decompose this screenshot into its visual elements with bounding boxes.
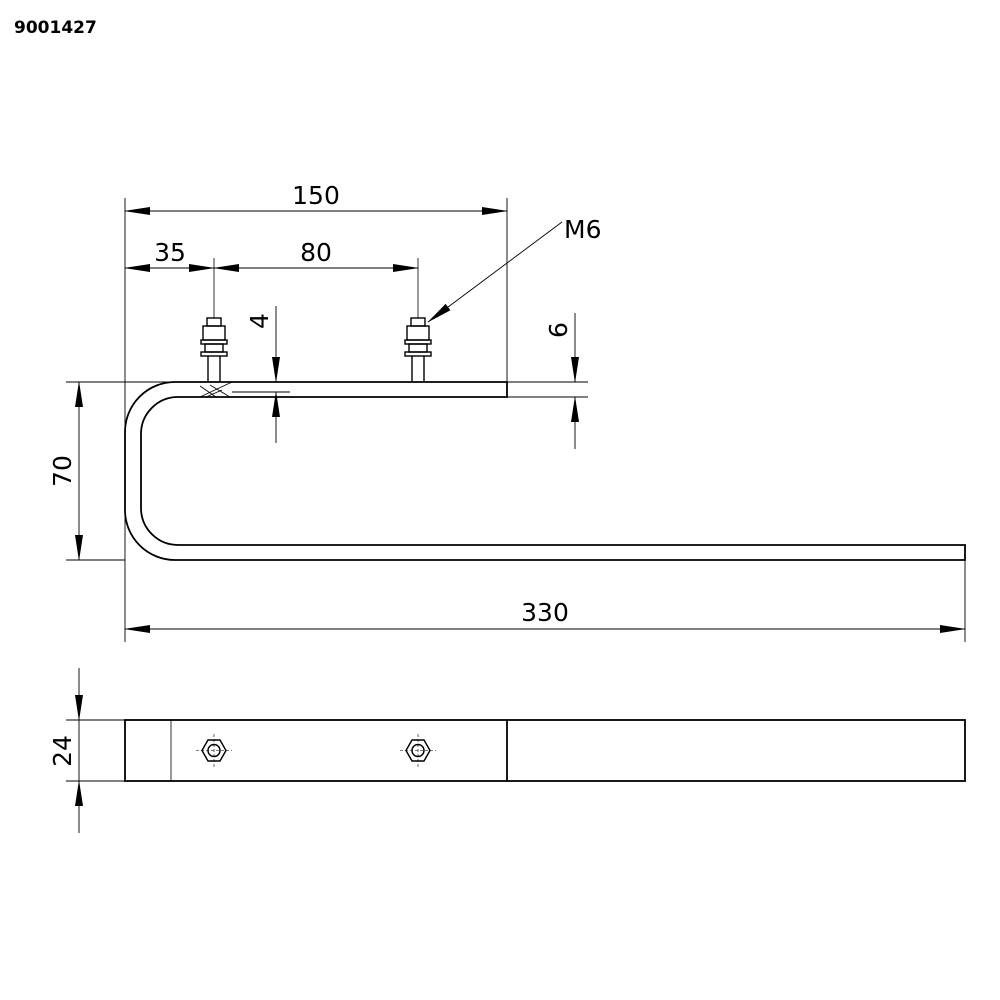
dimension-80: 80 <box>213 238 419 272</box>
bolt-2-side <box>404 258 432 382</box>
dimension-6: 6 <box>544 313 579 449</box>
dimension-35: 35 <box>124 238 215 272</box>
thread-label: M6 <box>564 215 601 244</box>
dimension-150: 150 <box>124 181 508 215</box>
dimension-24-label: 24 <box>48 735 77 767</box>
dimension-24: 24 <box>48 668 125 833</box>
dimension-80-label: 80 <box>300 238 332 267</box>
extension-lines <box>66 198 966 642</box>
part-number: 9001427 <box>14 18 97 38</box>
nut-2-top-view <box>400 734 436 767</box>
bolt-1-side <box>199 258 233 398</box>
dimension-330: 330 <box>124 598 966 633</box>
dimension-70-label: 70 <box>48 455 77 487</box>
dimension-70: 70 <box>48 381 83 561</box>
top-view-part <box>124 719 966 782</box>
dimension-35-label: 35 <box>154 238 186 267</box>
dimension-330-label: 330 <box>521 598 569 627</box>
dimension-4-label: 4 <box>245 313 274 329</box>
dimension-6-label: 6 <box>544 322 573 338</box>
side-view-part <box>124 381 966 561</box>
dimension-4: 4 <box>245 306 280 443</box>
thread-callout: M6 <box>427 215 601 323</box>
dimension-150-label: 150 <box>292 181 340 210</box>
nut-1-top-view <box>196 734 232 767</box>
